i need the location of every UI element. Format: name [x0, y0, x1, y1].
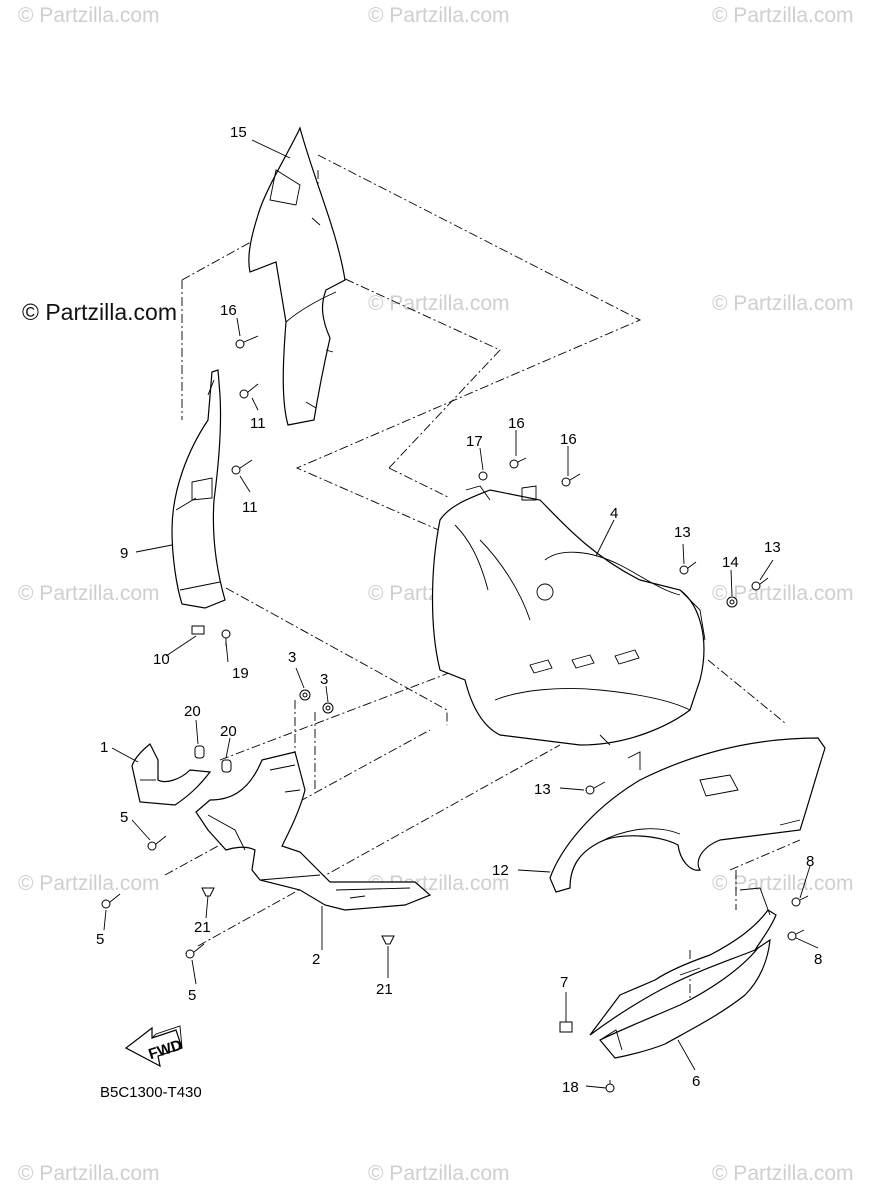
callout-4: 4 — [610, 505, 618, 522]
callouts: 15 16 11 11 9 10 19 17 16 16 4 13 13 14 … — [96, 124, 822, 1096]
part-1-bracket — [131, 743, 212, 806]
callout-8: 8 — [806, 853, 814, 870]
watermark: © Partzilla.com — [712, 582, 854, 605]
watermark: © Partzilla.com — [712, 4, 854, 27]
callout-12: 12 — [492, 862, 509, 879]
callout-9: 9 — [120, 545, 128, 562]
callout-3: 3 — [288, 649, 296, 666]
callout-7: 7 — [560, 974, 568, 991]
watermark: © Partzilla.com — [18, 1162, 160, 1185]
watermark: © Partzilla.com — [368, 1162, 510, 1185]
watermark: © Partzilla.com — [18, 4, 160, 27]
callout-15: 15 — [230, 124, 247, 141]
watermark: © Partzilla.com — [18, 872, 160, 895]
callout-6: 6 — [692, 1073, 700, 1090]
callout-10: 10 — [153, 651, 170, 668]
callout-16: 16 — [220, 302, 237, 319]
callout-19: 19 — [232, 665, 249, 682]
callout-1: 1 — [100, 739, 108, 756]
callout-16: 16 — [560, 431, 577, 448]
callout-5: 5 — [120, 809, 128, 826]
callout-5: 5 — [96, 931, 104, 948]
callout-20: 20 — [220, 723, 237, 740]
part-15-side-panel — [248, 126, 346, 426]
diagram-code: B5C1300-T430 — [100, 1084, 202, 1101]
callout-16: 16 — [508, 415, 525, 432]
callout-21: 21 — [376, 981, 393, 998]
callout-3: 3 — [320, 671, 328, 688]
part-2-lower-bracket — [195, 751, 432, 911]
callout-13: 13 — [534, 781, 551, 798]
callout-14: 14 — [722, 554, 739, 571]
callout-13: 13 — [674, 524, 691, 541]
callout-18: 18 — [562, 1079, 579, 1096]
part-9-duct — [171, 369, 226, 609]
callout-11: 11 — [250, 415, 266, 432]
watermark: © Partzilla.com — [712, 1162, 854, 1185]
callout-8: 8 — [814, 951, 822, 968]
part-6-lower-panel — [589, 887, 777, 1059]
callout-21: 21 — [194, 919, 211, 936]
part-4-headlight — [431, 485, 706, 746]
fwd-arrow-icon: FWD — [124, 1025, 184, 1068]
watermark: © Partzilla.com — [368, 4, 510, 27]
callout-13: 13 — [764, 539, 781, 556]
watermark: © Partzilla.com — [712, 872, 854, 895]
callout-2: 2 — [312, 951, 320, 968]
callout-11: 11 — [242, 499, 258, 516]
callout-17: 17 — [466, 433, 483, 450]
watermark: © Partzilla.com — [368, 292, 510, 315]
watermark-layer: © Partzilla.com © Partzilla.com © Partzi… — [18, 4, 854, 1185]
watermark: © Partzilla.com — [712, 292, 854, 315]
callout-20: 20 — [184, 703, 201, 720]
leader-lines — [103, 139, 819, 1089]
part-12-side-cowl — [549, 737, 826, 893]
watermark-main: © Partzilla.com — [22, 299, 177, 325]
callout-5: 5 — [188, 987, 196, 1004]
watermark: © Partzilla.com — [18, 582, 160, 605]
